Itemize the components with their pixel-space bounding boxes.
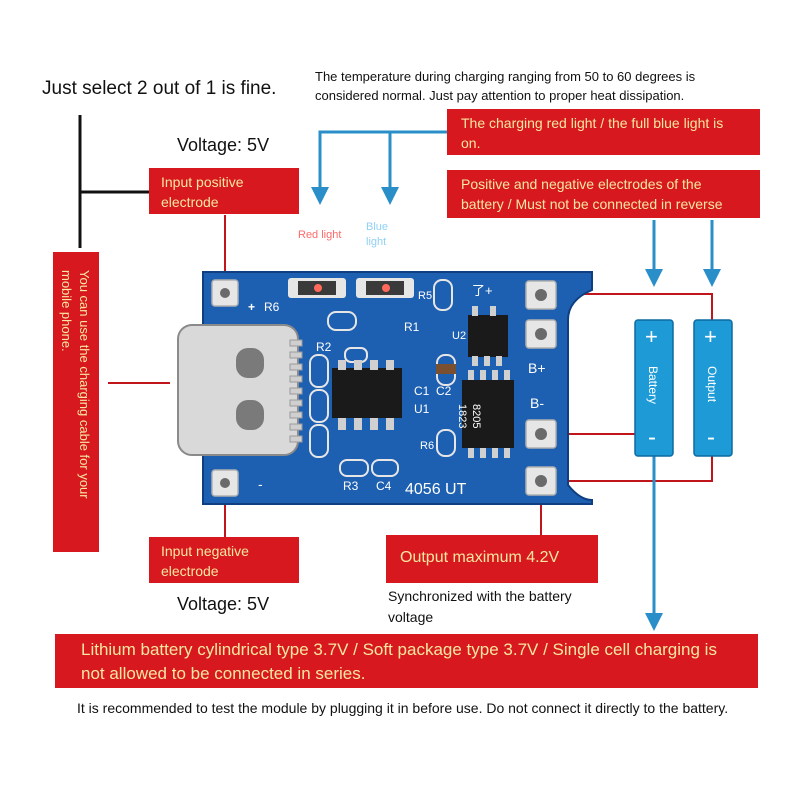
output-minus: - <box>707 424 715 451</box>
chip-8205 <box>462 370 514 458</box>
silk-u1: U1 <box>414 402 430 416</box>
temperature-note: The temperature during charging ranging … <box>315 69 696 103</box>
silk-bplus: B+ <box>528 360 546 376</box>
chip-marking-2: 1823 <box>456 404 468 429</box>
silk-r6: R6 <box>264 300 280 314</box>
side-note-text: You can use the charging cable for your … <box>59 270 92 499</box>
silk-r2: R2 <box>316 340 332 354</box>
silk-r6-lower: R6 <box>420 440 435 452</box>
led-footprints <box>288 278 414 298</box>
silk-bminus: B- <box>530 395 544 411</box>
sync-note: Synchronized with the battery voltage <box>388 588 572 625</box>
blue-arrows <box>311 130 721 631</box>
battery-minus: - <box>648 424 656 451</box>
battery-symbol <box>634 319 674 457</box>
left-bracket <box>78 115 150 248</box>
side-note-box: You can use the charging cable for your … <box>53 252 99 552</box>
silk-c2: C2 <box>436 384 452 398</box>
usb-c-connector <box>177 324 303 456</box>
battery-label: Battery <box>646 366 660 405</box>
board-model: 4056 UT <box>405 481 467 498</box>
charging-light-callout: The charging red light / the full blue l… <box>447 109 760 155</box>
red-light-label: Red light <box>298 229 342 241</box>
bottom-banner: Lithium battery cylindrical type 3.7V / … <box>55 634 758 688</box>
silk-r3: R3 <box>343 479 359 493</box>
footer-note: It is recommended to test the module by … <box>77 700 729 716</box>
battery-plus: + <box>645 324 658 349</box>
pcb-board <box>177 271 593 505</box>
chip-marking-1: 8205 <box>470 404 482 429</box>
silk-c1: C1 <box>414 384 430 398</box>
silk-out-mark: 了+ <box>472 283 493 298</box>
voltage-top-label: Voltage: 5V <box>177 135 270 155</box>
output-max-callout: Output maximum 4.2V <box>386 535 598 583</box>
voltage-bottom-label: Voltage: 5V <box>177 594 270 614</box>
heading: Just select 2 out of 1 is fine. <box>42 78 277 99</box>
input-positive-callout: Input positive electrode <box>149 168 299 214</box>
blue-light-label: Blue light <box>366 221 389 248</box>
input-negative-callout: Input negative electrode <box>149 537 299 583</box>
chip-tp4056 <box>332 360 402 430</box>
silk-u2: U2 <box>452 330 467 342</box>
silk-plus: + <box>248 300 256 314</box>
battery-electrodes-callout: Positive and negative electrodes of the … <box>447 170 760 218</box>
silk-r1: R1 <box>404 320 420 334</box>
output-plus: + <box>704 324 717 349</box>
output-symbol <box>693 319 733 457</box>
silk-r5: R5 <box>418 290 433 302</box>
silk-c4: C4 <box>376 479 392 493</box>
silk-minus: - <box>258 476 263 492</box>
chip-u2 <box>468 306 508 366</box>
output-label: Output <box>705 366 719 403</box>
